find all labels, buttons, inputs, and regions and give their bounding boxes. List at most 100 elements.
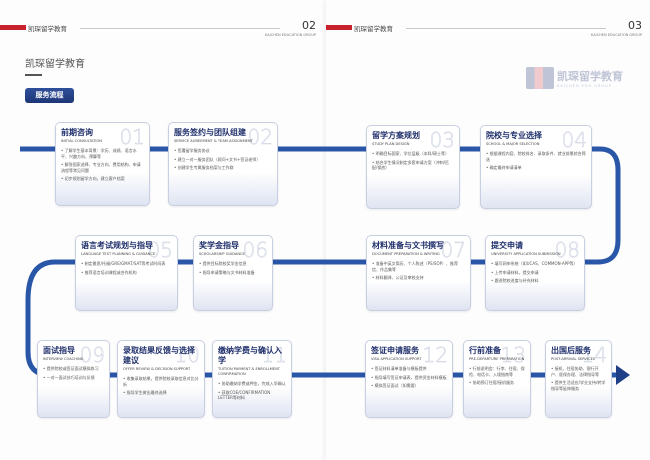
flow-arrow-icon [616,365,630,385]
step-number: 06 [242,238,268,263]
page-title: 凯琛留学教育 [25,59,85,70]
header-accent-bar [326,25,352,30]
step-item: • 了解学生基本背景：学历、成绩、语言水平、兴趣方向、预算等 [61,148,137,159]
page-number: 03 [628,19,642,32]
step-title: 语言考试规划与指导 [81,241,153,250]
step-title: 院校与专业选择 [486,131,542,140]
step-number: 13 [500,343,526,368]
step-item: • 收集录取结果，提供院校录取信息对比分析 [123,376,199,387]
step-number: 07 [440,238,466,263]
step-subtitle: LANGUAGE TEST PLANNING & GUIDANCE [81,252,156,256]
step-subtitle: STUDY PLAN DESIGN [372,142,410,146]
step-subtitle: SCHOLARSHIP GUIDANCE [199,252,245,256]
step-item: • 协助缴纳学费或押金，完成入学确认 [218,381,286,386]
step-item: • 根据课程内容、院校排名、录取条件、就业前景综合筛选 [486,151,586,162]
step-subtitle: SERVICE AGREEMENT & TEAM ASSIGNMENT [174,139,253,143]
step-number: 12 [422,343,448,368]
step-subtitle: VISA APPLICATION SUPPORT [371,357,422,361]
header-divider [80,28,280,29]
step-item: • 获取COE/CONFIRMATION LETTER等材料 [218,389,271,401]
step-item: • 明确目标国家、学位层级（本科/硕士等） [372,151,449,156]
step-card: 03 留学方案规划 STUDY PLAN DESIGN • 明确目标国家、学位层级（本… [366,125,460,209]
step-item: • 创建学生专属服务档案与工作群 [174,165,234,170]
step-subtitle: POST-ARRIVAL SERVICES [551,357,596,361]
title-underline [25,74,42,76]
step-title: 服务签约与团队组建 [174,128,246,137]
step-item: • 签证材料清单准备与模板提供 [371,366,427,371]
step-subtitle: TUITION PAYMENT & ENROLLMENT CONFIRMATIO… [218,367,280,376]
page-number: 02 [302,19,316,32]
header-group: KAICHEN EDUCATION GROUP [591,33,642,37]
step-item: • 准备中英文简历、个人陈述（PS/SOP）、推荐信、作品集等 [372,261,459,272]
step-item: • 推荐语言培训课程或合作机构 [81,269,137,275]
step-item: • 结合学生情况制定多套申请方案（冲刺/匹配/保底） [372,159,449,171]
step-title: 提交申请 [491,241,523,250]
step-item: • 提供院校或签证面试模拟练习 [43,366,99,371]
step-item: • 提供生活适应/学业支持/转学指导等延伸服务 [551,380,606,391]
step-item: • 填写网申系统（如UCAS、COMMON-APP等） [491,261,578,266]
logo-mark-icon [526,67,554,89]
section-badge: 服务流程 [25,88,74,103]
step-title: 缴纳学费与确认入学 [218,346,282,365]
step-title: 行前准备 [469,346,501,355]
step-subtitle: DOCUMENT PREPARATION & WRITING [372,252,440,256]
step-number: 01 [119,125,145,150]
logo-subtext: KAICHEN EDU GROUP [557,84,612,88]
step-title: 出国后服务 [551,346,591,355]
step-item: • 模拟签证面试（如需要） [371,383,419,388]
step-card: 08 提交申请 UNIVERSITY APPLICATION SUBMISSION •… [485,235,585,311]
step-title: 签证申请服务 [371,346,419,355]
header-divider [406,28,606,29]
step-subtitle: INITIAL CONSULTATION [61,139,102,143]
step-item: • 一对一面试技巧培训与反馈 [43,374,95,380]
step-number: 09 [79,343,105,368]
step-item: • 签署留学服务协议 [174,148,210,153]
step-title: 奖学金指导 [199,241,239,250]
step-number: 08 [554,238,580,263]
step-item: • 指导申请策略与文书材料准备 [199,269,255,275]
step-item: • 上传申请材料，提交申请 [491,269,539,275]
step-number: 05 [147,238,173,263]
step-item: • 提供目标院校奖学金信息 [199,261,247,266]
step-item: • 材料翻译、公证及审校支持 [372,275,424,280]
header-brand: 凯琛留学教育 [354,25,393,33]
step-number: 02 [247,125,273,150]
step-title: 材料准备与文书撰写 [372,241,444,250]
step-item: • 接机、住宿协助、银行开户、医保办理、法律指导等 [551,366,599,377]
step-item: • 协助预订住宿/接机服务 [469,380,514,385]
step-item: • 行前说明会：行李、住宿、保险、电话卡、入境指南等 [469,366,525,377]
step-subtitle: PRE-DEPARTURE PREPARATION [469,357,525,361]
step-item: • 建立一对一服务团队（顾问+文书+签证老师） [174,156,261,162]
step-number: 14 [581,343,607,368]
step-number: 03 [429,128,455,153]
step-item: • 指导学生做出最终选择 [123,390,167,395]
step-subtitle: UNIVERSITY APPLICATION SUBMISSION [491,252,561,256]
logo-text: 凯琛留学教育 [557,70,623,83]
step-title: 前期咨询 [61,128,93,137]
step-title: 留学方案规划 [372,131,420,140]
step-number: 10 [174,343,200,368]
header-brand: 凯琛留学教育 [28,25,67,33]
header-group: KAICHEN EDUCATION GROUP [265,33,316,37]
step-item: • 制定雅思/托福/GRE/GMAT/SAT等考试时间表 [81,261,166,266]
step-subtitle: SCHOOL & MAJOR SELECTION [486,142,540,146]
brand-logo: 凯琛留学教育 KAICHEN EDU GROUP [526,67,623,89]
step-title: 面试指导 [43,346,75,355]
step-subtitle: OFFER REVIEW & DECISION SUPPORT [123,367,191,371]
step-title: 录取结果反馈与选择建议 [123,346,195,365]
step-item: • 确定最终申请清单 [486,165,522,170]
header-accent-bar [0,25,26,30]
step-item: • 解答国家选择、专业方向、费用结构、申请流程等常见问题 [61,162,141,173]
